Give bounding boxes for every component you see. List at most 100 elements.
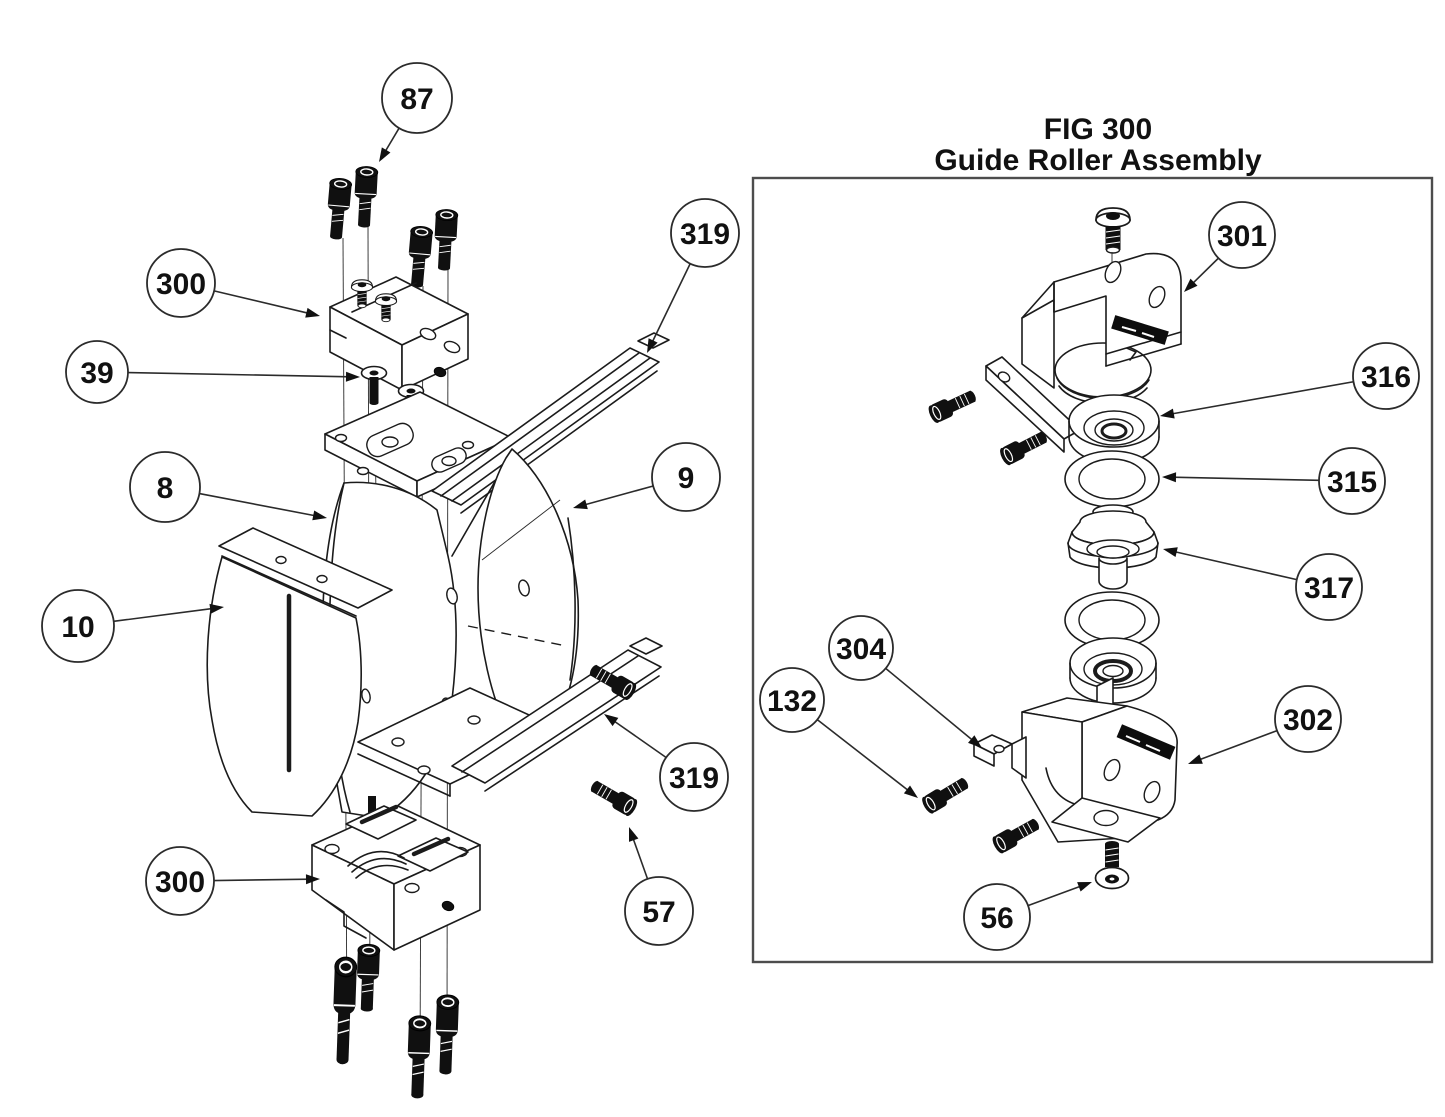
leader-arrowhead — [305, 307, 320, 318]
leader-line — [1171, 476, 1320, 482]
balloon-circle — [1295, 553, 1363, 621]
callout-302: 302 — [1188, 685, 1342, 764]
leader-arrowhead — [968, 735, 982, 748]
figure-subtitle: Guide Roller Assembly — [934, 144, 1262, 177]
leader-line — [1190, 257, 1220, 286]
leader-line — [213, 878, 311, 882]
leader-line — [1027, 884, 1083, 907]
balloon-number: 8 — [157, 472, 174, 505]
callout-87: 87 — [379, 62, 453, 162]
balloon-circle — [759, 667, 825, 733]
balloon-number: 300 — [156, 268, 206, 301]
leader-line — [582, 485, 654, 507]
leader-arrowhead — [209, 603, 224, 614]
leader-line — [383, 127, 400, 154]
leader-arrowhead — [903, 785, 918, 798]
balloon-circle — [41, 589, 115, 663]
guide-roller-assembly — [919, 207, 1182, 890]
balloon-circle — [146, 248, 216, 318]
arm-screw-1 — [925, 385, 980, 426]
callout-319: 319 — [604, 714, 729, 812]
cap-screws-top — [324, 165, 459, 290]
upper-bracket-301 — [1021, 252, 1182, 389]
balloon-number: 39 — [80, 357, 113, 390]
balloon-number: 316 — [1361, 361, 1411, 394]
bracket-screw — [989, 814, 1043, 856]
figure-title: FIG 300 — [1044, 113, 1152, 146]
balloon-circle — [828, 615, 894, 681]
balloon-circle — [624, 876, 694, 946]
cap-screws-bottom — [330, 943, 460, 1100]
callout-319: 319 — [647, 198, 740, 353]
callout-132: 132 — [759, 667, 918, 798]
balloon-circle — [145, 846, 215, 916]
leader-line — [650, 263, 691, 345]
fig300-frame: FIG 300 Guide Roller Assembly — [751, 113, 1434, 964]
leader-line — [1197, 729, 1278, 762]
leader-arrowhead — [1188, 754, 1203, 764]
balloon-number: 57 — [642, 896, 675, 929]
balloon-circle — [670, 198, 740, 268]
leader-arrowhead — [1162, 472, 1177, 483]
balloon-circle — [1318, 447, 1386, 515]
callout-316: 316 — [1160, 342, 1420, 419]
balloon-number: 132 — [767, 685, 817, 718]
callout-300: 300 — [146, 248, 320, 318]
leader-arrowhead — [647, 338, 658, 353]
leader-arrowhead — [1163, 547, 1178, 557]
ring-315 — [1064, 450, 1160, 508]
leader-line — [1172, 550, 1298, 581]
balloon-number: 302 — [1283, 704, 1333, 737]
balloon-number: 10 — [61, 611, 94, 644]
callout-39: 39 — [65, 340, 360, 404]
clamp-shoe-10 — [206, 527, 393, 817]
callout-315: 315 — [1162, 447, 1386, 515]
balloon-number: 319 — [680, 218, 730, 251]
balloon-circle — [963, 883, 1031, 951]
leader-arrowhead — [629, 827, 639, 842]
leader-arrowhead — [312, 510, 327, 521]
leader-line — [885, 667, 975, 743]
balloon-circle — [1208, 201, 1276, 269]
lower-bracket-302 — [973, 677, 1178, 843]
balloon-number: 317 — [1304, 572, 1354, 605]
balloon-circle — [1352, 342, 1420, 410]
leader-arrowhead — [573, 499, 588, 510]
guide-rail-top — [431, 332, 670, 514]
callout-9: 9 — [573, 442, 721, 512]
leader-line — [1169, 380, 1354, 416]
balloon-number: 56 — [980, 902, 1013, 935]
callout-300: 300 — [145, 846, 320, 916]
balloon-number: 300 — [155, 866, 205, 899]
callout-317: 317 — [1163, 547, 1363, 621]
ring-lower — [1064, 591, 1160, 649]
roller-317 — [1067, 504, 1159, 590]
balloon-number: 301 — [1217, 220, 1267, 253]
leader-line — [113, 607, 215, 623]
balloon-number: 9 — [678, 462, 695, 495]
upper-roller-disc — [1054, 342, 1152, 405]
clamp-block-top — [329, 276, 469, 391]
leader-arrowhead — [379, 147, 391, 162]
callout-304: 304 — [828, 615, 982, 748]
balloon-circle — [659, 742, 729, 812]
leader-arrowhead — [1160, 408, 1175, 419]
leader-arrowhead — [604, 714, 619, 727]
balloon-circle — [651, 442, 721, 512]
screw-56 — [1094, 840, 1130, 890]
arm-screw-2 — [997, 427, 1051, 468]
balloon-circle — [65, 340, 129, 404]
leader-arrowhead — [345, 371, 360, 382]
leader-line — [631, 836, 649, 880]
callout-56: 56 — [963, 882, 1092, 951]
leader-line — [816, 719, 911, 793]
callout-57: 57 — [624, 827, 694, 946]
leader-line — [199, 492, 318, 517]
balloon-number: 315 — [1327, 466, 1377, 499]
leader-line — [127, 371, 351, 378]
callout-8: 8 — [129, 451, 327, 523]
screw-132 — [919, 773, 973, 816]
callout-layer: 87 300 39 8 9 10 319 319 57 300 301 316 315 317 304 132… — [41, 62, 1420, 951]
